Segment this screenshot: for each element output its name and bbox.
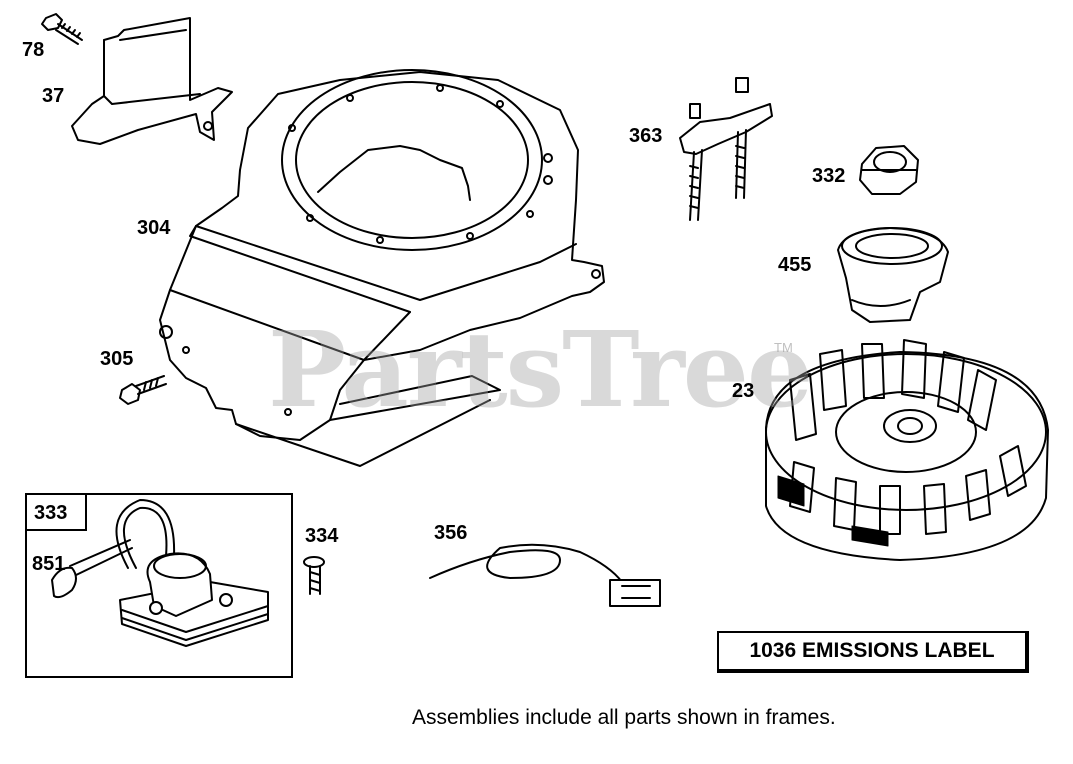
callout-304: 304 (137, 217, 171, 239)
callout-455: 455 (778, 254, 812, 276)
flywheel-23-drawing (765, 339, 1049, 561)
armature-333-drawing (51, 499, 269, 647)
bracket-363-drawing (679, 77, 773, 221)
watermark-text: PartsTree (268, 308, 813, 431)
watermark-trademark: TM (774, 340, 793, 355)
callout-851: 851 (32, 553, 66, 575)
ground-wire-356-drawing (429, 543, 661, 607)
callout-363: 363 (629, 125, 663, 147)
callout-333: 333 (34, 502, 68, 524)
callout-305: 305 (100, 348, 134, 370)
callout-78: 78 (22, 39, 45, 61)
callout-332: 332 (812, 165, 846, 187)
cup-455-drawing (837, 227, 949, 323)
assembly-frame-333-label-box (25, 493, 87, 531)
callout-23: 23 (732, 380, 755, 402)
callout-37: 37 (42, 85, 65, 107)
bolt-78-drawing (41, 13, 83, 45)
nut-332-drawing (859, 145, 919, 195)
assembly-frame-333 (25, 493, 293, 678)
emissions-label-box: 1036 EMISSIONS LABEL (717, 631, 1029, 673)
callout-334: 334 (305, 525, 339, 547)
blower-housing-304-drawing (159, 69, 605, 467)
shield-37-drawing (71, 17, 233, 145)
emissions-label-text: 1036 EMISSIONS LABEL (749, 639, 995, 662)
screw-305-drawing (119, 375, 167, 405)
callout-356: 356 (434, 522, 468, 544)
assembly-footnote: Assemblies include all parts shown in fr… (412, 706, 836, 729)
screw-334-drawing (303, 556, 325, 595)
